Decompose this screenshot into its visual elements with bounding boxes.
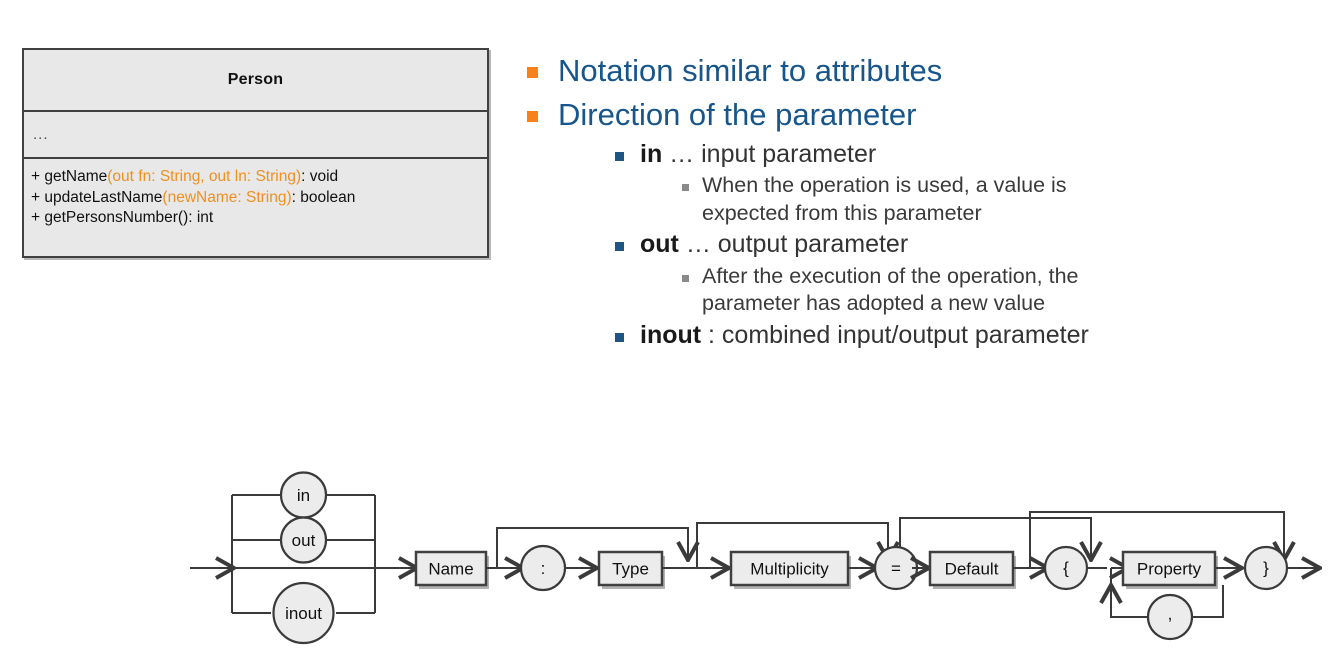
uml-static-operation: + getPersonsNumber(): int (31, 209, 213, 226)
bullet-text: inout : combined input/output parameter (640, 319, 1089, 353)
railroad-node-name: Name (414, 550, 489, 589)
railroad-node-multiplicity-label: Multiplicity (750, 560, 829, 579)
bullet-text-rest: … input parameter (662, 139, 877, 168)
bullet-text-rest: : combined input/output parameter (701, 320, 1089, 349)
square-bullet-icon (527, 67, 538, 78)
bullet-item-level2: out … output parameter (615, 228, 1327, 262)
railroad-node-brace-open-label: { (1063, 559, 1069, 578)
skip-arc-properties (1029, 511, 1284, 568)
railroad-node-default: Default (928, 550, 1016, 589)
railroad-node-in-label: in (297, 486, 310, 505)
uml-operation-row: + getName(out fn: String, out ln: String… (31, 167, 487, 188)
railroad-node-out-label: out (292, 531, 316, 550)
uml-attributes-ellipsis: ... (33, 126, 49, 143)
railroad-node-property-label: Property (1137, 560, 1202, 579)
operation-parameters: (newName: String) (162, 188, 292, 206)
parameter-direction-keyword: inout (640, 320, 702, 349)
railroad-node-property: Property (1121, 550, 1218, 589)
bullet-item-level3: When the operation is used, a value is e… (682, 172, 1327, 227)
uml-class-box: Person ... + getName(out fn: String, out… (22, 48, 489, 258)
bullet-item-level3: After the execution of the operation, th… (682, 263, 1327, 318)
bullet-text: Notation similar to attributes (558, 53, 943, 88)
parameter-direction-keyword: in (640, 139, 663, 168)
railroad-node-brace-open: { (1043, 545, 1089, 591)
railroad-node-brace-close: } (1243, 545, 1289, 591)
skip-arc-type (496, 527, 688, 568)
railroad-node-brace-close-label: } (1263, 559, 1269, 578)
bullet-item-level2: inout : combined input/output parameter (615, 319, 1327, 353)
bullet-item-level1: Notation similar to attributes (527, 50, 1327, 92)
bullet-text: After the execution of the operation, th… (702, 263, 1079, 316)
railroad-node-multiplicity: Multiplicity (729, 550, 851, 589)
railroad-node-comma-label: , (1168, 605, 1173, 624)
square-bullet-icon (615, 151, 624, 161)
railroad-node-type: Type (597, 550, 665, 589)
square-bullet-icon (527, 110, 538, 122)
railroad-node-out (279, 516, 328, 564)
square-bullet-icon (682, 274, 689, 282)
operation-parameters: () (177, 209, 189, 227)
bullet-text: Direction of the parameter (558, 96, 917, 132)
operation-signature-prefix: + getName (31, 168, 108, 185)
operation-return-type: : boolean (291, 188, 356, 206)
railroad-node-inout (272, 581, 335, 645)
uml-name-compartment: Person (24, 50, 487, 112)
parameter-direction-keyword: out (640, 230, 679, 259)
bullet-text: When the operation is used, a value is e… (702, 173, 1067, 225)
railroad-syntax-diagram: in out inout Name : Type Multiplicity (190, 471, 1334, 645)
railroad-node-inout-label: inout (285, 604, 322, 623)
square-bullet-icon (682, 184, 689, 192)
operation-signature-prefix: + getPersonsNumber (31, 209, 178, 227)
square-bullet-icon (615, 242, 624, 252)
bullet-list: Notation similar to attributes Direction… (527, 50, 1327, 353)
uml-operation-row: + updateLastName(newName: String): boole… (31, 188, 487, 209)
railroad-node-comma-circle (1146, 593, 1194, 641)
operation-return-type: : int (188, 209, 214, 227)
bullet-text: in … input parameter (640, 138, 876, 172)
railroad-node-default-label: Default (945, 560, 999, 579)
bullet-item-level1: Direction of the parameter (527, 94, 1327, 136)
operation-signature-prefix: + updateLastName (31, 188, 163, 206)
bullet-text: out … output parameter (640, 228, 908, 262)
direction-choice-group: in out inout (190, 471, 415, 645)
uml-operations-compartment: + getName(out fn: String, out ln: String… (24, 159, 487, 229)
bullet-text-rest: … output parameter (678, 230, 909, 259)
railroad-node-equals-label: = (891, 559, 901, 578)
square-bullet-icon (615, 332, 624, 342)
uml-class-name: Person (227, 71, 284, 88)
railroad-node-type-label: Type (612, 560, 649, 579)
skip-arc-multiplicity (696, 522, 888, 568)
railroad-node-colon-label: : (541, 559, 546, 578)
railroad-node-comma: , (1146, 593, 1194, 641)
comma-loop-line (1110, 585, 1224, 618)
skip-arc-default (899, 517, 1091, 568)
railroad-node-equals: = (873, 545, 919, 591)
railroad-node-name-label: Name (428, 560, 473, 579)
uml-operation-row: + getPersonsNumber(): int (31, 208, 487, 229)
operation-return-type: : void (301, 168, 339, 185)
railroad-node-colon: : (519, 544, 567, 592)
bullet-item-level2: in … input parameter (615, 138, 1327, 172)
uml-attributes-compartment: ... (24, 112, 487, 159)
operation-parameters: (out fn: String, out ln: String) (107, 168, 302, 185)
